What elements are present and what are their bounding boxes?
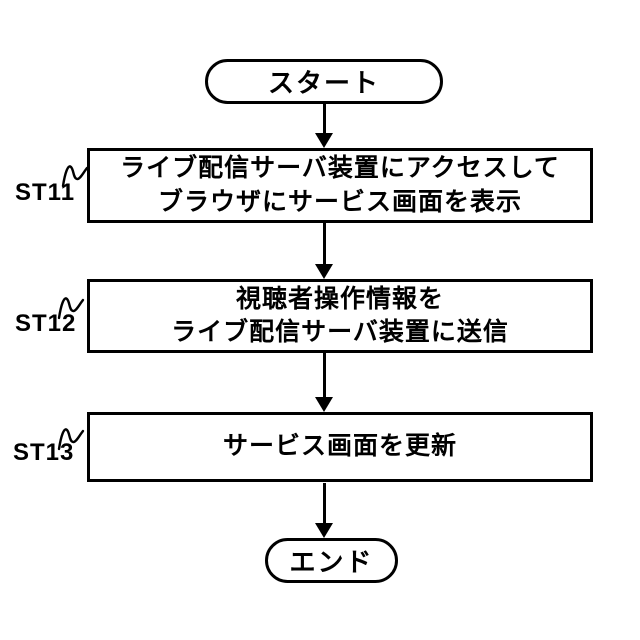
arrow-st13-to-end [315,483,333,538]
arrow-st12-to-st13 [315,353,333,412]
process-box-st11-line1: ライブ配信サーバ装置にアクセスして [120,154,560,182]
start-terminal: スタート [205,59,443,104]
arrow-start-to-st11 [315,103,333,148]
end-terminal-label: エンド [289,547,374,577]
process-box-st13: サービス画面を更新 [87,412,593,482]
arrow-head-icon [315,397,333,412]
arrow-head-icon [315,133,333,148]
process-box-st12-line1: 視聴者操作情報を [235,284,444,313]
start-terminal-label: スタート [267,68,380,98]
arrow-st11-to-st12 [315,223,333,279]
arrow-shaft [322,223,326,265]
squiggle-connector-icon [57,293,85,320]
process-box-st12: 視聴者操作情報を ライブ配信サーバ装置に送信 [87,279,593,353]
step-label-st13: ST13 [13,439,75,466]
process-box-st12-line2: ライブ配信サーバ装置に送信 [171,318,509,346]
process-box-st11-line2: ブラウザにサービス画面を表示 [157,187,522,216]
arrow-head-icon [315,523,333,538]
arrow-head-icon [315,264,333,279]
arrow-shaft [322,103,326,134]
squiggle-connector-icon [57,424,85,451]
arrow-shaft [322,353,326,398]
end-terminal: エンド [265,538,398,583]
squiggle-connector-icon [61,161,89,188]
step-label-st12: ST12 [15,310,77,337]
arrow-shaft [322,483,326,524]
step-label-st11: ST11 [15,179,76,206]
process-box-st13-line1: サービス画面を更新 [222,432,457,461]
process-box-st11: ライブ配信サーバ装置にアクセスして ブラウザにサービス画面を表示 [87,148,593,223]
